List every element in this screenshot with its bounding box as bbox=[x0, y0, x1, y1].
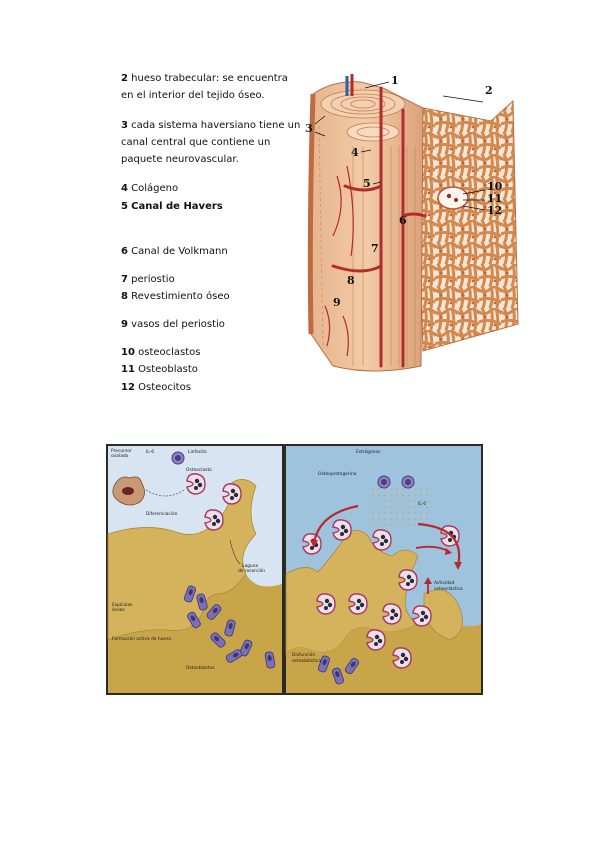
label-diferenciacion: Diferenciación bbox=[146, 510, 178, 517]
bone-label-10: 10 bbox=[487, 180, 503, 193]
legend-text: cada sistema haversiano tiene un canal c… bbox=[121, 120, 301, 165]
legend-item-10: 10 osteoclastos bbox=[121, 344, 301, 361]
legend-number: 6 bbox=[121, 246, 128, 257]
legend-number: 11 bbox=[121, 364, 135, 375]
legend-text: Osteocitos bbox=[138, 382, 191, 393]
legend-number: 10 bbox=[121, 347, 135, 358]
label-precursor: Precursor bbox=[111, 448, 132, 454]
bone-label-7: 7 bbox=[371, 242, 379, 255]
legend-item-6: 6 Canal de Volkmann bbox=[121, 243, 301, 260]
label-osteoblastos: Osteoblastos bbox=[186, 665, 215, 671]
bone-label-1: 1 bbox=[391, 74, 399, 87]
legend-text: hueso trabecular: se encuentra en el int… bbox=[121, 73, 288, 101]
legend-item-2: 2 hueso trabecular: se encuentra en el i… bbox=[121, 70, 301, 104]
label-espiculas-2: óseas bbox=[112, 606, 125, 613]
label-il6-left: IL-6 bbox=[146, 449, 154, 455]
label-espiculas: Espículas bbox=[112, 601, 133, 608]
bone-label-4: 4 bbox=[351, 146, 359, 159]
panel-divider bbox=[283, 444, 285, 695]
bone-label-12: 12 bbox=[487, 204, 502, 217]
bone-label-2: 2 bbox=[485, 84, 493, 97]
bone-label-6: 6 bbox=[399, 214, 407, 227]
legend-text: Colágeno bbox=[131, 183, 179, 194]
label-disfuncion-2: osteoblástica bbox=[292, 657, 321, 664]
label-actividad: Actividad bbox=[434, 580, 455, 586]
legend-number: 4 bbox=[121, 183, 128, 194]
label-linfocito: Linfocito bbox=[188, 449, 207, 455]
label-laguna: Laguna bbox=[242, 563, 258, 569]
legend-number: 12 bbox=[121, 382, 135, 393]
legend-number: 9 bbox=[121, 319, 128, 330]
label-il6-right: IL-6 bbox=[418, 501, 426, 507]
legend-text: periostio bbox=[131, 274, 175, 285]
legend-item-7: 7 periostio bbox=[121, 271, 301, 288]
legend-item-12: 12 Osteocitos bbox=[121, 379, 301, 396]
legend-number: 2 bbox=[121, 73, 128, 84]
label-osteoclasto: Osteoclasto bbox=[186, 467, 212, 473]
bone-label-5: 5 bbox=[363, 177, 371, 190]
legend-number: 8 bbox=[121, 291, 128, 302]
label-actividad-2: osteoclástica bbox=[434, 585, 463, 592]
leader-lines bbox=[314, 81, 486, 211]
left-panel: Precursor ovalado IL-6 Linfocito Osteocl… bbox=[107, 446, 282, 693]
bone-label-11: 11 bbox=[487, 192, 502, 205]
legend-item-5: 5 Canal de Havers bbox=[121, 198, 301, 215]
bone-label-8: 8 bbox=[347, 274, 355, 287]
legend-text: Osteoblasto bbox=[138, 364, 198, 375]
legend-text: vasos del periostio bbox=[131, 319, 225, 330]
label-laguna-2: de resorción bbox=[238, 567, 265, 574]
legend-text: Canal de Volkmann bbox=[131, 246, 228, 257]
legend-number: 3 bbox=[121, 120, 128, 131]
label-osteoprotegerina: Osteoprotegerina bbox=[318, 471, 357, 477]
legend-number: 5 bbox=[121, 201, 128, 212]
label-estrogenos: Estrógenos bbox=[356, 448, 381, 455]
bone-label-9: 9 bbox=[333, 296, 341, 309]
bone-structure-illustration: 1 2 3 4 5 6 7 8 9 10 11 12 bbox=[305, 74, 519, 372]
legend-item-8: 8 Revestimiento óseo bbox=[121, 288, 301, 305]
label-formacion: Formación activa de hueso bbox=[112, 635, 171, 642]
legend-number: 7 bbox=[121, 274, 128, 285]
label-precursor-2: ovalado bbox=[111, 453, 129, 459]
bone-label-3: 3 bbox=[305, 122, 313, 135]
compact-bone bbox=[307, 74, 427, 372]
legend-item-3: 3 cada sistema haversiano tiene un canal… bbox=[121, 117, 301, 168]
bone-remodeling-illustration: Precursor ovalado IL-6 Linfocito Osteocl… bbox=[106, 444, 483, 695]
legend-item-11: 11 Osteoblasto bbox=[121, 361, 301, 378]
legend-item-9: 9 vasos del periostio bbox=[121, 316, 301, 333]
legend-text: Revestimiento óseo bbox=[131, 291, 230, 302]
legend-text: Canal de Havers bbox=[131, 201, 223, 212]
right-panel: Estrógenos Osteoprotegerina IL-6 Activid… bbox=[285, 446, 481, 693]
legend-item-4: 4 Colágeno bbox=[121, 180, 301, 197]
label-disfuncion: Disfunción bbox=[292, 651, 315, 658]
legend-text: osteoclastos bbox=[138, 347, 201, 358]
